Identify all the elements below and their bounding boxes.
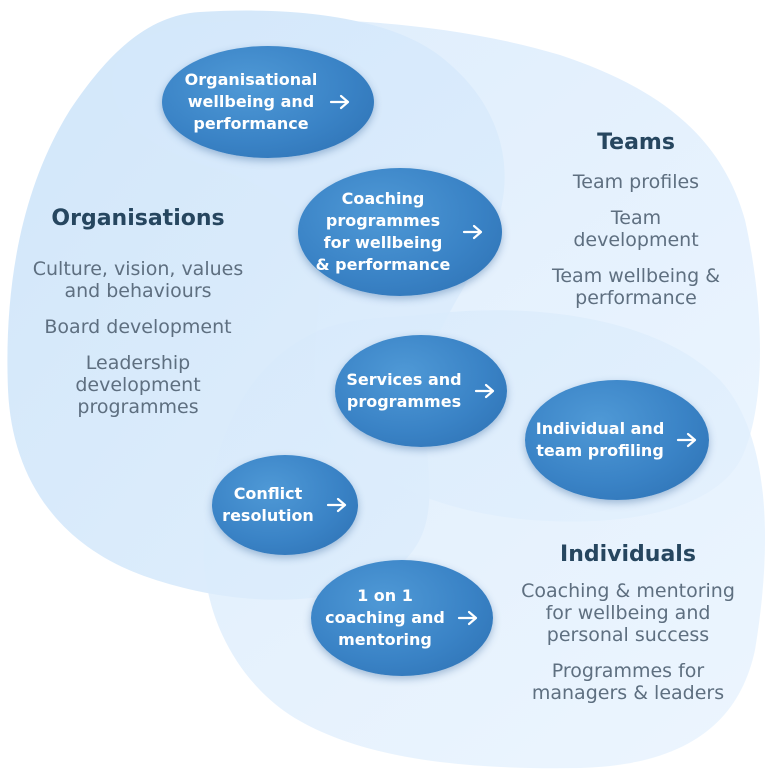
org-wellbeing-node[interactable]: Organisational wellbeing and performance [162, 46, 374, 158]
teams-item: Team profiles [572, 171, 700, 193]
organisations-list: Culture, vision, values and behaviours B… [16, 258, 260, 432]
arrow-right-icon [329, 94, 351, 110]
arrow-right-icon [326, 497, 348, 513]
services-programmes-node[interactable]: Services and programmes [335, 335, 507, 447]
services-programmes-label: Services and programmes [346, 370, 462, 411]
teams-list: Team profiles Team development Team well… [531, 171, 741, 323]
profiling-label: Individual and team profiling [535, 419, 665, 460]
organisations-item: Culture, vision, values and behaviours [32, 258, 244, 302]
individuals-item: Programmes for managers & leaders [531, 660, 725, 704]
teams-item: Team development [573, 207, 699, 251]
one-on-one-coaching-label: 1 on 1 coaching and mentoring [325, 586, 445, 649]
conflict-resolution-label: Conflict resolution [222, 484, 314, 525]
organisations-heading: Organisations [51, 206, 225, 231]
coaching-programmes-node[interactable]: Coaching programmes for wellbeing & perf… [298, 168, 502, 296]
arrow-right-icon [676, 432, 698, 448]
org-wellbeing-label: Organisational wellbeing and performance [184, 70, 318, 133]
organisations-item: Board development [44, 316, 232, 338]
arrow-right-icon [462, 224, 484, 240]
conflict-resolution-node[interactable]: Conflict resolution [212, 455, 358, 555]
teams-heading: Teams [597, 130, 675, 155]
teams-item: Team wellbeing & performance [551, 265, 721, 309]
profiling-node[interactable]: Individual and team profiling [525, 380, 709, 500]
coaching-programmes-label: Coaching programmes for wellbeing & perf… [315, 189, 451, 274]
individuals-list: Coaching & mentoring for wellbeing and p… [508, 580, 748, 718]
individuals-item: Coaching & mentoring for wellbeing and p… [521, 580, 735, 646]
arrow-right-icon [474, 383, 496, 399]
one-on-one-coaching-node[interactable]: 1 on 1 coaching and mentoring [311, 560, 493, 676]
organisations-item: Leadership development programmes [75, 352, 201, 418]
individuals-heading: Individuals [560, 542, 696, 567]
arrow-right-icon [457, 610, 479, 626]
